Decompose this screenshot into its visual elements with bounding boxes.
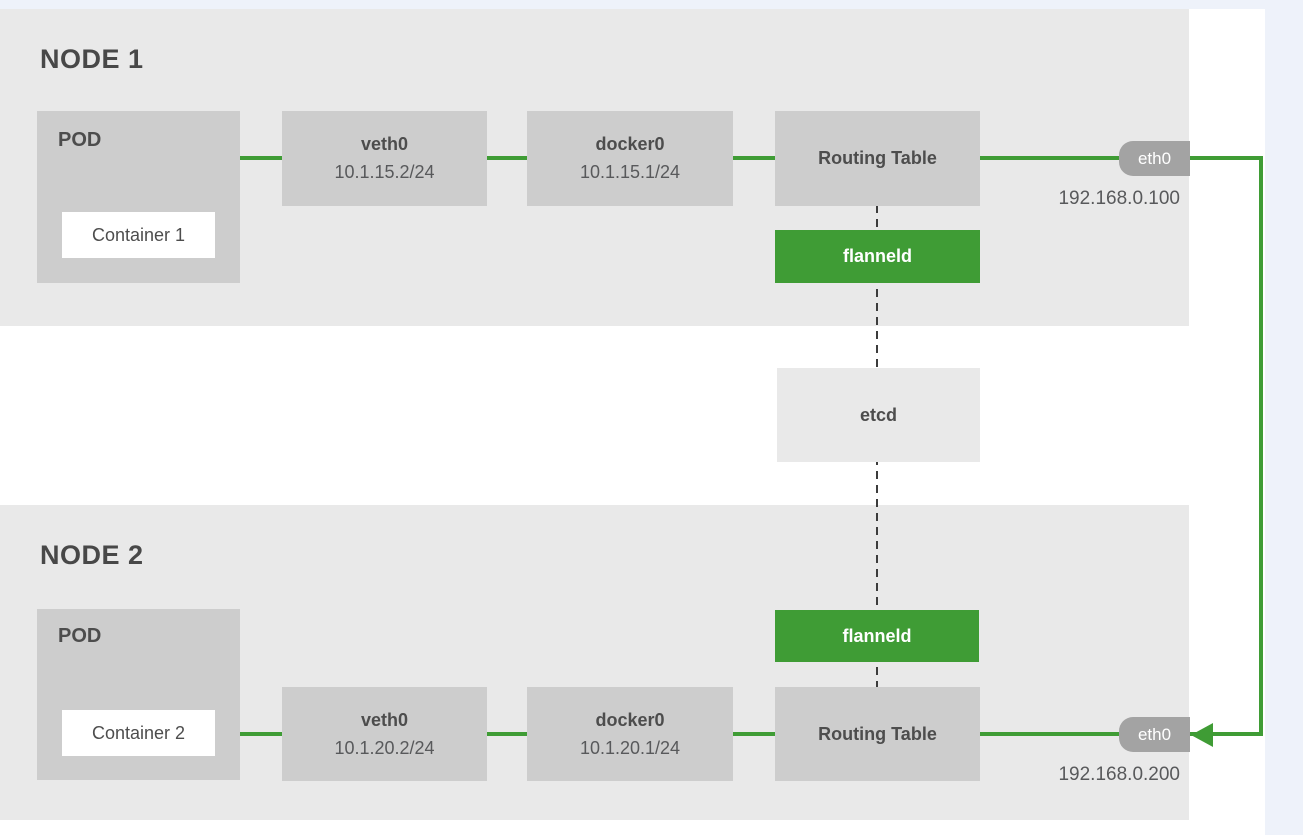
node2-pod-label: POD [58, 625, 102, 647]
page-right-margin [1265, 0, 1303, 835]
node2-container-label: Container 2 [91, 722, 186, 743]
node1-container-label: Container 1 [91, 224, 186, 245]
node2-docker0-box: docker0 10.1.20.1/24 [527, 687, 733, 781]
node2-docker0-name: docker0 [595, 709, 665, 730]
node2-veth0-ip: 10.1.20.2/24 [334, 737, 435, 758]
node2-pod-box: POD Container 2 [37, 609, 240, 780]
node1-pod-box: POD Container 1 [37, 111, 240, 283]
node1-container-box: Container 1 [62, 212, 215, 258]
node2-title: NODE 2 [40, 540, 144, 570]
node1-flanneld-box: flanneld [775, 230, 980, 283]
node2-veth0-name: veth0 [360, 709, 409, 730]
node1-pod-label: POD [58, 129, 102, 151]
node2-container-box: Container 2 [62, 710, 215, 756]
node2-veth0-box: veth0 10.1.20.2/24 [282, 687, 487, 781]
etcd-label: etcd [859, 404, 897, 425]
node2-docker0-ip: 10.1.20.1/24 [579, 737, 681, 758]
node1-docker0-name: docker0 [595, 134, 665, 154]
node1-veth0-ip: 10.1.15.2/24 [334, 162, 435, 182]
node2-green-link-line [240, 732, 1263, 736]
packet-flow-arrow-icon [1191, 723, 1213, 747]
node2-eth0-tab: eth0 [1119, 717, 1190, 752]
node2-routing-table-box: Routing Table [775, 687, 980, 781]
inter-node-vertical-link-line [1259, 156, 1263, 736]
node1-flanneld-label: flanneld [842, 246, 912, 266]
etcd-box: etcd [777, 368, 980, 462]
node1-eth0-tab: eth0 [1119, 141, 1190, 176]
node1-green-link-line [240, 156, 1263, 160]
page-top-margin [0, 0, 1303, 9]
node1-title: NODE 1 [40, 44, 144, 74]
node1-eth0-ip: 192.168.0.100 [1058, 188, 1180, 209]
node1-veth0-box: veth0 10.1.15.2/24 [282, 111, 487, 206]
node1-veth0-name: veth0 [360, 134, 409, 154]
node1-docker0-box: docker0 10.1.15.1/24 [527, 111, 733, 206]
node1-eth0-label: eth0 [1137, 148, 1172, 168]
node2-eth0-label: eth0 [1137, 724, 1172, 744]
node1-routing-table-label: Routing Table [818, 148, 937, 168]
node2-routing-table-label: Routing Table [818, 723, 937, 744]
node2-flanneld-label: flanneld [842, 625, 912, 646]
node2-eth0-ip: 192.168.0.200 [1058, 764, 1180, 785]
node2-flanneld-box: flanneld [775, 610, 979, 662]
node1-routing-table-box: Routing Table [775, 111, 980, 206]
node1-docker0-ip: 10.1.15.1/24 [579, 162, 681, 182]
